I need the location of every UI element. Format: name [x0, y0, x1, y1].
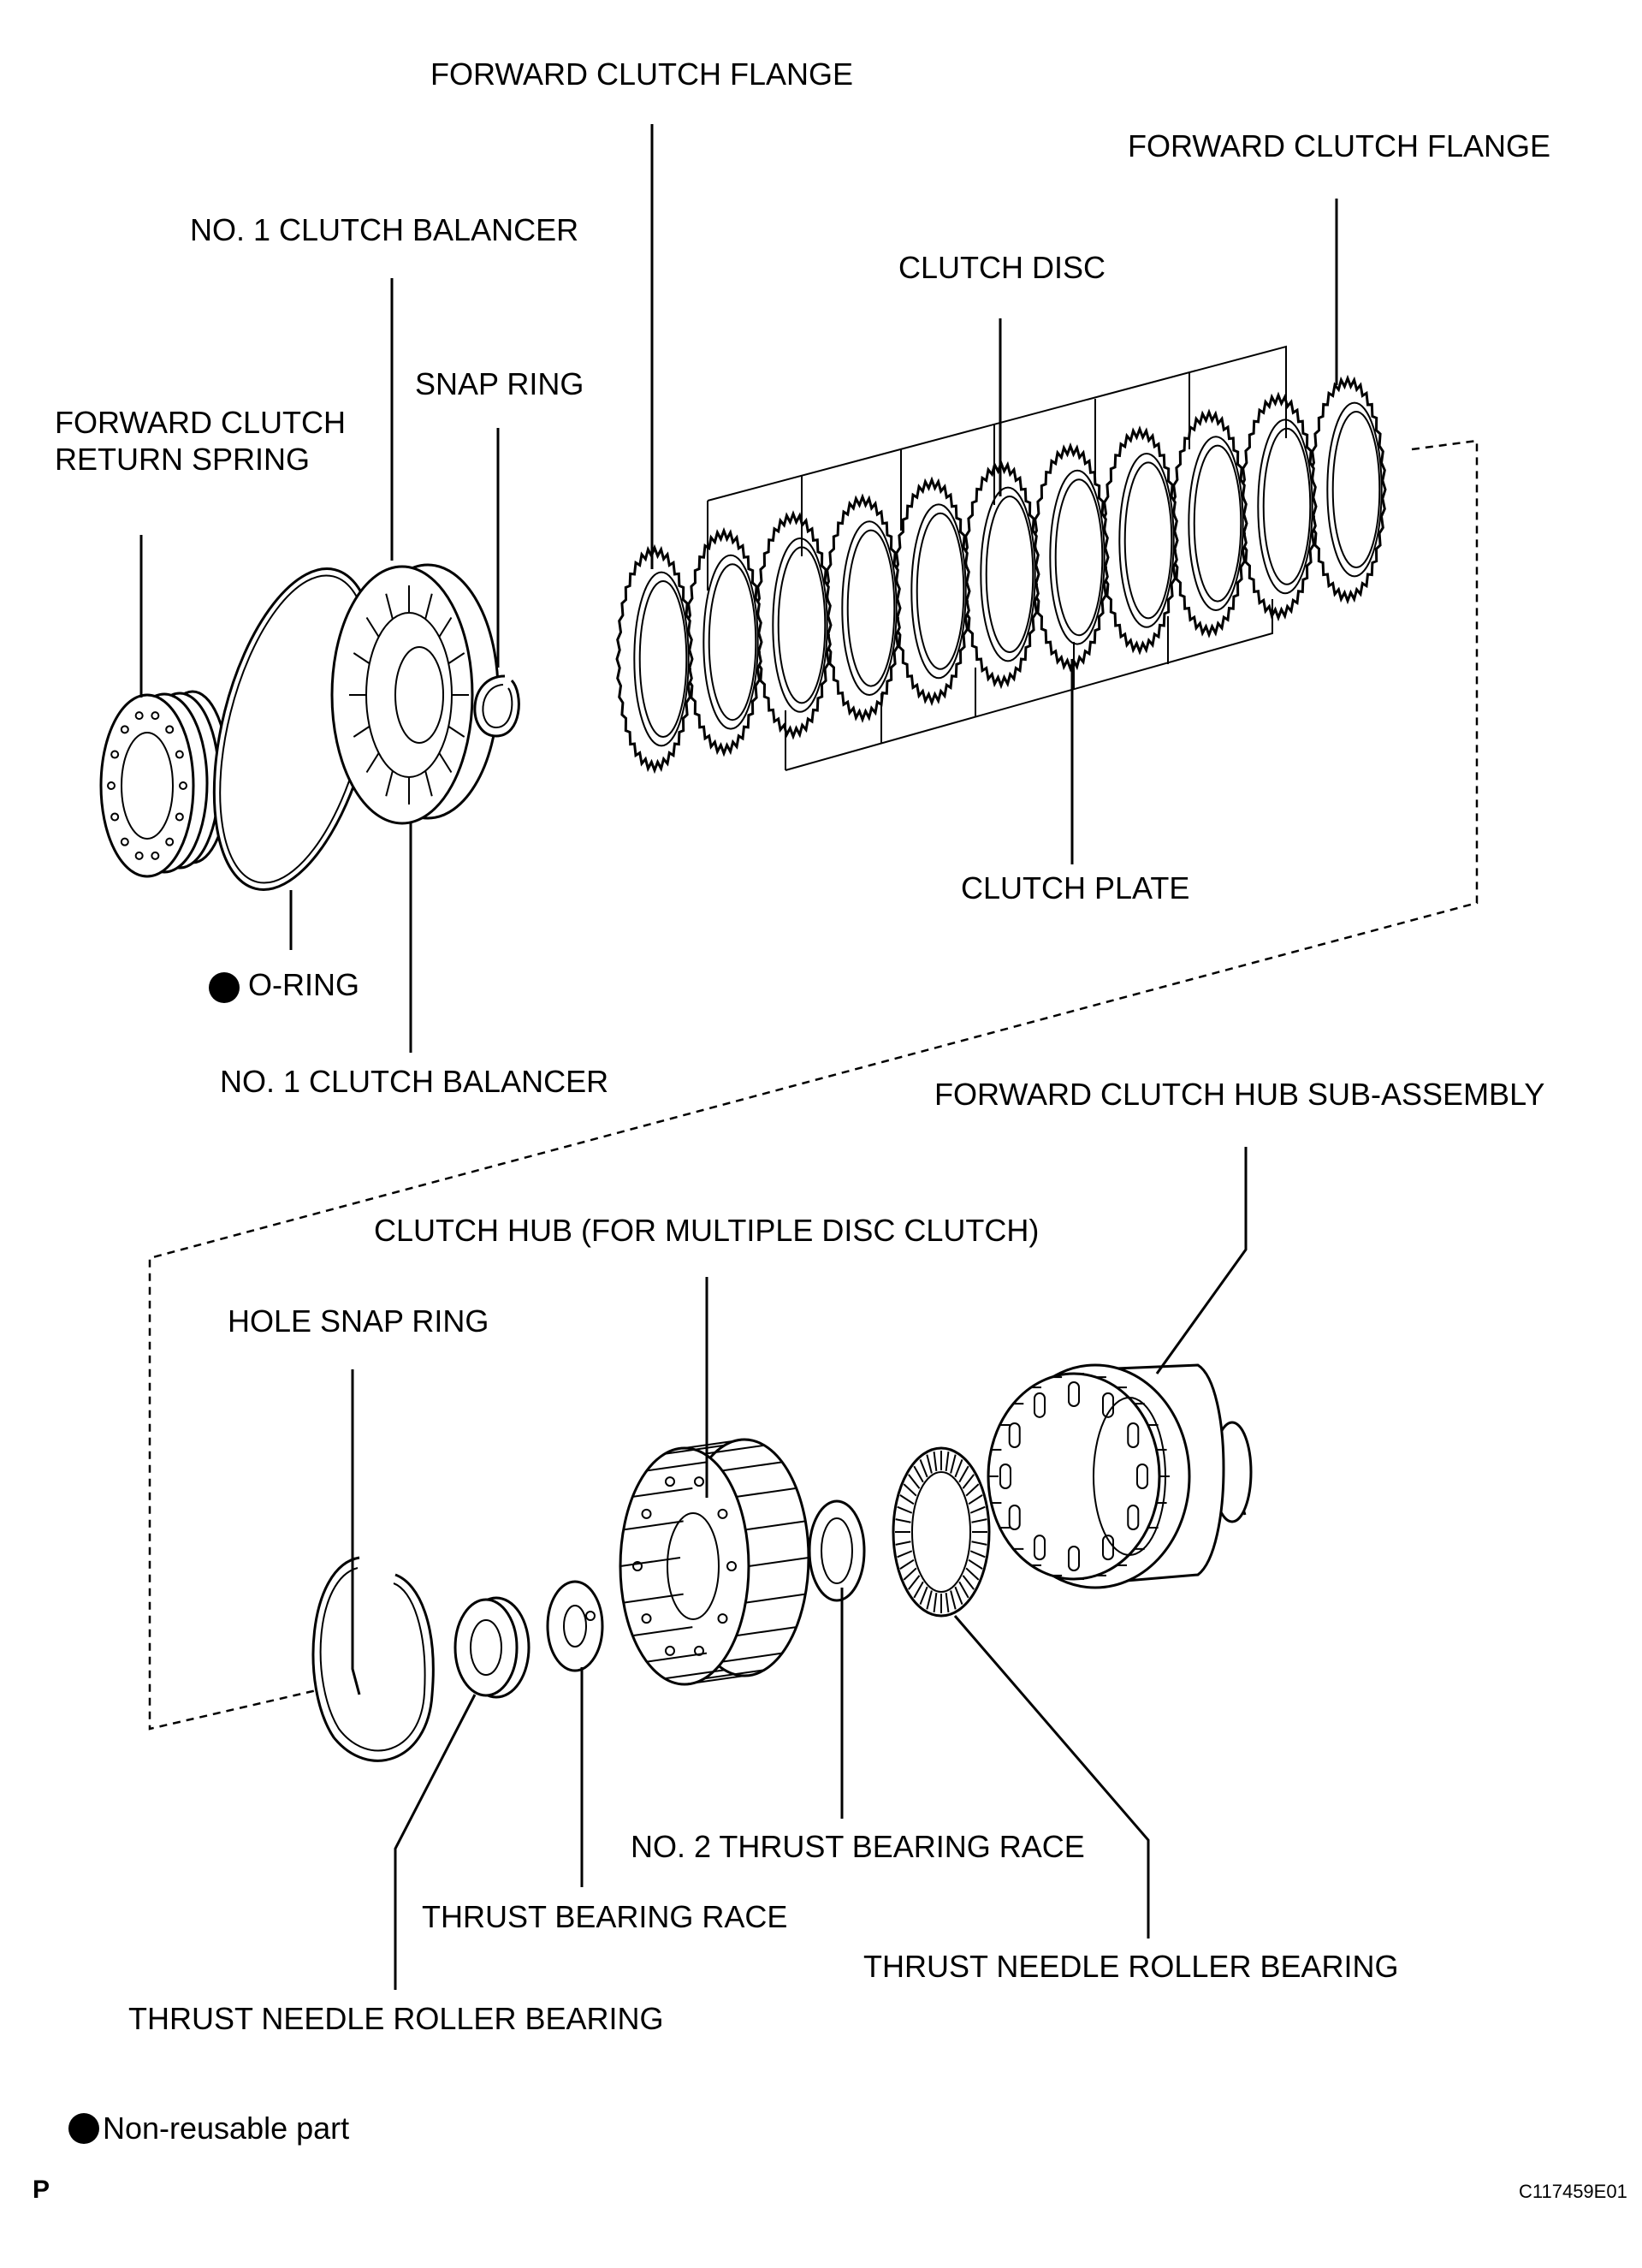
clutch-ring [823, 493, 902, 723]
non-reusable-dot-oring [209, 972, 240, 1003]
legend-non-reusable: Non-reusable part [68, 2111, 349, 2146]
thrust-needle-roller-bearing-right-part [892, 1446, 991, 1618]
label-o-ring: O-RING [248, 967, 359, 1002]
assembly-dashed-link [148, 439, 1479, 1731]
thrust-needle-roller-bearing-left-part [453, 1596, 531, 1699]
clutch-ring [892, 476, 971, 707]
legend-dot [68, 2113, 99, 2144]
clutch-ring [754, 510, 833, 740]
label-snap-ring: SNAP RING [415, 366, 584, 401]
label-hole-snap-ring: HOLE SNAP RING [228, 1303, 489, 1339]
no2-thrust-bearing-race-part [808, 1499, 866, 1602]
thrust-bearing-race-part [546, 1580, 604, 1672]
label-thrust-needle-roller-bearing-right: THRUST NEEDLE ROLLER BEARING [863, 1949, 1399, 1984]
forward-clutch-return-spring [99, 690, 230, 878]
label-no2-thrust-bearing-race: NO. 2 THRUST BEARING RACE [631, 1829, 1085, 1864]
label-forward-clutch-return-spring-1: FORWARD CLUTCH [55, 405, 346, 440]
label-forward-clutch-flange-top: FORWARD CLUTCH FLANGE [430, 56, 854, 92]
label-clutch-plate: CLUTCH PLATE [961, 870, 1190, 905]
label-forward-clutch-hub-sub-assembly: FORWARD CLUTCH HUB SUB-ASSEMBLY [934, 1077, 1545, 1112]
legend-text: Non-reusable part [103, 2111, 350, 2146]
label-no1-clutch-balancer-bottom: NO. 1 CLUTCH BALANCER [220, 1064, 609, 1099]
label-clutch-disc: CLUTCH DISC [898, 250, 1106, 285]
disc-plate-bracket [707, 345, 1287, 771]
page-letter: P [33, 2176, 50, 2204]
leader-lines-upper [139, 124, 1338, 1053]
label-no1-clutch-balancer-top: NO. 1 CLUTCH BALANCER [190, 212, 579, 247]
clutch-ring [1239, 391, 1318, 622]
clutch-pack [615, 374, 1387, 775]
clutch-ring [615, 543, 694, 775]
forward-clutch-hub-sub-assembly-part [987, 1363, 1253, 1589]
figure-code: C117459E01 [1519, 2181, 1627, 2202]
clutch-ring [1100, 425, 1179, 656]
label-thrust-bearing-race: THRUST BEARING RACE [422, 1899, 788, 1934]
clutch-ring [1170, 408, 1248, 638]
label-forward-clutch-flange-right: FORWARD CLUTCH FLANGE [1128, 128, 1551, 163]
leader-lines-lower [351, 1147, 1248, 1990]
label-forward-clutch-return-spring-2: RETURN SPRING [55, 442, 311, 477]
clutch-hub-part [619, 1438, 810, 1686]
clutch-ring [685, 526, 763, 757]
no1-clutch-balancer-part [330, 563, 500, 825]
snap-ring-part [473, 674, 520, 738]
label-thrust-needle-roller-bearing-left: THRUST NEEDLE ROLLER BEARING [128, 2001, 664, 2036]
label-clutch-hub: CLUTCH HUB (FOR MULTIPLE DISC CLUTCH) [374, 1213, 1040, 1248]
hole-snap-ring-part [311, 1556, 435, 1762]
clutch-ring [1031, 442, 1110, 673]
clutch-ring [1308, 374, 1387, 605]
